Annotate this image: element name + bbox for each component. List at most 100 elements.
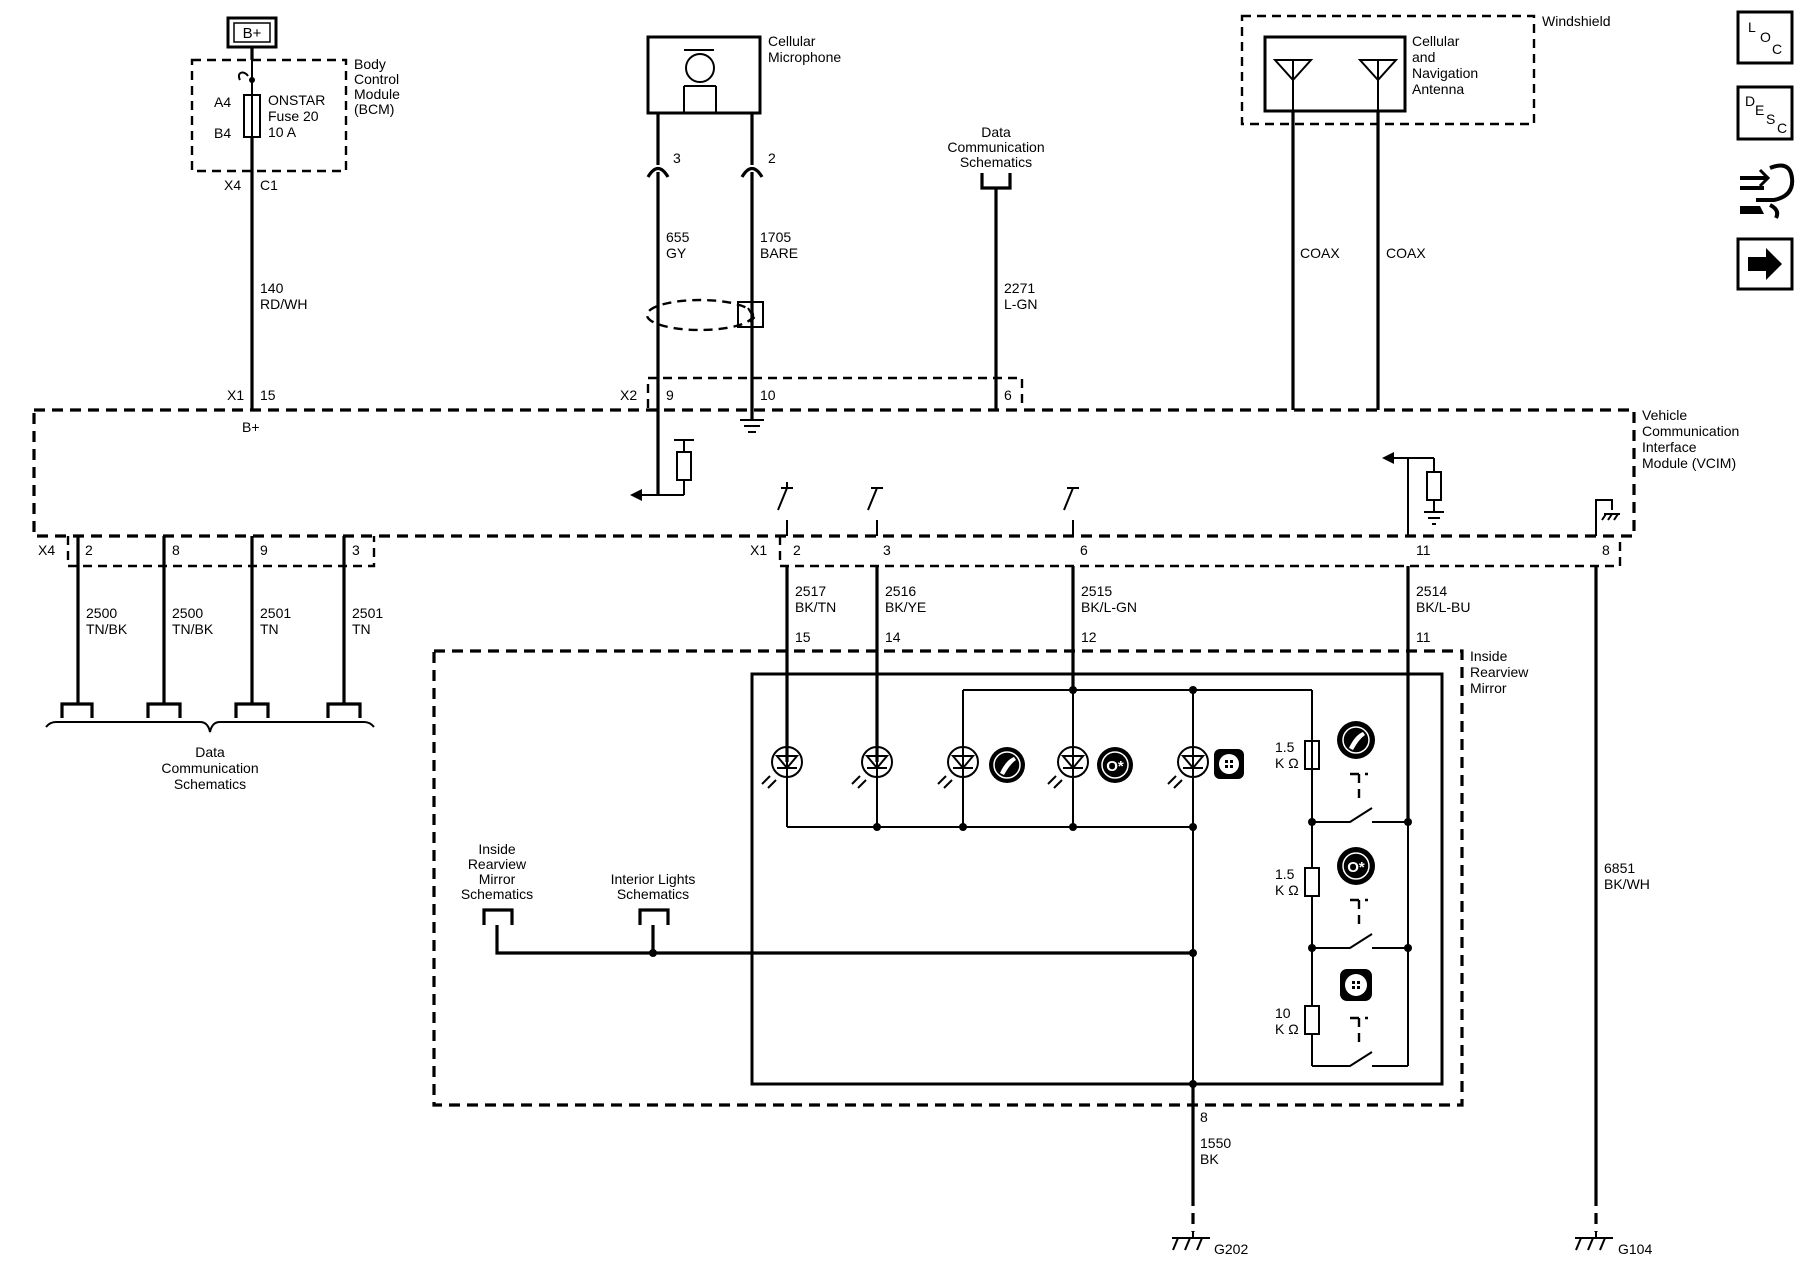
fuse-rating: 10 A xyxy=(268,124,297,140)
fuse-name: ONSTAR xyxy=(268,92,325,108)
vcim-x2-pin10: 10 xyxy=(760,387,776,403)
r1-unit: K Ω xyxy=(1275,755,1299,771)
data-comm-top-title-2: Communication xyxy=(947,139,1044,155)
r3-value: 10 xyxy=(1275,1005,1291,1021)
x1-pin-11: 11 xyxy=(1416,542,1431,558)
desc-c: C xyxy=(1777,120,1787,136)
vcim-x4-bottom: X4 xyxy=(38,542,55,558)
wire-1705-color: BARE xyxy=(760,245,798,261)
mirror-wire-3-pin: 12 xyxy=(1081,629,1097,645)
mirror-wire-2-pin: 14 xyxy=(885,629,901,645)
bcm-conn-c1: C1 xyxy=(260,177,278,193)
loc-c: C xyxy=(1772,41,1782,57)
wire-2271-color: L-GN xyxy=(1004,296,1037,312)
data-wire-4-color: TN xyxy=(352,621,371,637)
loc-button[interactable]: L O C xyxy=(1736,10,1794,65)
desc-e: E xyxy=(1755,102,1764,118)
led-2-icon xyxy=(851,746,893,789)
x4-pin-3: 3 xyxy=(352,542,360,558)
resistor-2 xyxy=(1304,867,1320,897)
ground-wire-2-color: BK/WH xyxy=(1604,876,1650,892)
led-3-icon xyxy=(937,746,979,789)
data-comm-bottom-title-3: Schematics xyxy=(174,776,246,792)
mirror-link-4: Schematics xyxy=(461,886,533,902)
x4-pin-8: 8 xyxy=(172,542,180,558)
coax-left: COAX xyxy=(1300,245,1340,261)
vcim-x1-top-pin: 15 xyxy=(260,387,276,403)
x1-pin-2: 2 xyxy=(793,542,801,558)
phone-button-icon xyxy=(1337,721,1375,759)
vcim-x2-pin9: 9 xyxy=(666,387,674,403)
arrow-right-icon[interactable] xyxy=(1736,237,1794,291)
coax-right: COAX xyxy=(1386,245,1426,261)
mirror-wire-3-color: BK/L-GN xyxy=(1081,599,1137,615)
bcm-title-1: Body xyxy=(354,56,386,72)
x4-pin-2: 2 xyxy=(85,542,93,558)
data-wire-4-circuit: 2501 xyxy=(352,605,383,621)
mic-title-1: Cellular xyxy=(768,33,816,49)
antenna-title-1: Cellular xyxy=(1412,33,1460,49)
svg-text:O*: O* xyxy=(1347,859,1365,876)
mirror-wire-4-pin: 11 xyxy=(1416,629,1431,645)
data-wires-left: 2500 TN/BK 2500 TN/BK 2501 TN 2501 TN Da… xyxy=(45,536,383,792)
chassis-ground-icon xyxy=(740,419,764,433)
data-wire-2-circuit: 2500 xyxy=(172,605,203,621)
svg-text:O*: O* xyxy=(1106,758,1124,775)
antenna-title-2: and xyxy=(1412,49,1435,65)
phone-icon xyxy=(989,747,1025,783)
vcim-title-2: Communication xyxy=(1642,423,1739,439)
mirror-link-3: Mirror xyxy=(479,871,516,887)
power-source: B+ xyxy=(226,16,278,49)
desc-s: S xyxy=(1766,111,1775,127)
x1-pin-3: 3 xyxy=(883,542,891,558)
wire-2271-circuit: 2271 xyxy=(1004,280,1035,296)
data-comm-bottom-title-2: Communication xyxy=(161,760,258,776)
vcim-ground-icon xyxy=(1424,511,1444,525)
mirror-link-1: Inside xyxy=(478,841,516,857)
wire-655-circuit: 655 xyxy=(666,229,690,245)
mirror-link-2: Rearview xyxy=(468,856,527,872)
data-wire-3-circuit: 2501 xyxy=(260,605,291,621)
ground-wire-pin: 8 xyxy=(1200,1109,1208,1125)
wire-655-color: GY xyxy=(666,245,687,261)
ground-g104-label: G104 xyxy=(1618,1241,1652,1257)
emergency-button-icon xyxy=(1340,969,1372,1001)
lights-link-2: Schematics xyxy=(617,886,689,902)
led-5-icon xyxy=(1167,746,1209,789)
vcim-x2-pin6: 6 xyxy=(1004,387,1012,403)
led-array: O* xyxy=(761,686,1313,1110)
vcim-title-3: Interface xyxy=(1642,439,1697,455)
x4-pin-9: 9 xyxy=(260,542,268,558)
vcim-module: Vehicle Communication Interface Module (… xyxy=(32,407,1739,538)
mirror-title-3: Mirror xyxy=(1470,680,1507,696)
bcm-pin-b4: B4 xyxy=(214,125,231,141)
resistor-3 xyxy=(1304,1005,1320,1035)
vcim-x2: X2 xyxy=(620,387,637,403)
data-wire-1-circuit: 2500 xyxy=(86,605,117,621)
antenna-title-3: Navigation xyxy=(1412,65,1478,81)
data-comm-top: Data Communication Schematics xyxy=(947,124,1045,190)
ground-g104-icon xyxy=(1575,1232,1613,1251)
bplus-label: B+ xyxy=(243,25,262,42)
mirror-wire-4-circuit: 2514 xyxy=(1416,583,1447,599)
r2-unit: K Ω xyxy=(1275,882,1299,898)
fuse-number: Fuse 20 xyxy=(268,108,319,124)
desc-button[interactable]: D E S C xyxy=(1736,85,1794,141)
ground-g202-label: G202 xyxy=(1214,1241,1248,1257)
data-comm-top-title-3: Schematics xyxy=(960,154,1032,170)
inside-rearview-mirror: Inside Rearview Mirror xyxy=(432,648,1529,1107)
mic-pin-3: 3 xyxy=(673,150,681,166)
mirror-schematics-link[interactable]: Inside Rearview Mirror Schematics xyxy=(461,841,533,925)
led-1-icon xyxy=(761,746,803,789)
mic-title-2: Microphone xyxy=(768,49,841,65)
connector-tools-icon[interactable] xyxy=(1740,163,1795,219)
x1-pin-8: 8 xyxy=(1602,542,1610,558)
mirror-wire-2-color: BK/YE xyxy=(885,599,926,615)
led-4-icon xyxy=(1047,746,1089,789)
desc-d: D xyxy=(1745,93,1755,109)
vcim-title-4: Module (VCIM) xyxy=(1642,455,1736,471)
interior-lights-link[interactable]: Interior Lights Schematics xyxy=(611,871,696,925)
lights-link-1: Interior Lights xyxy=(611,871,696,887)
ground-wire-circuit: 1550 xyxy=(1200,1135,1231,1151)
